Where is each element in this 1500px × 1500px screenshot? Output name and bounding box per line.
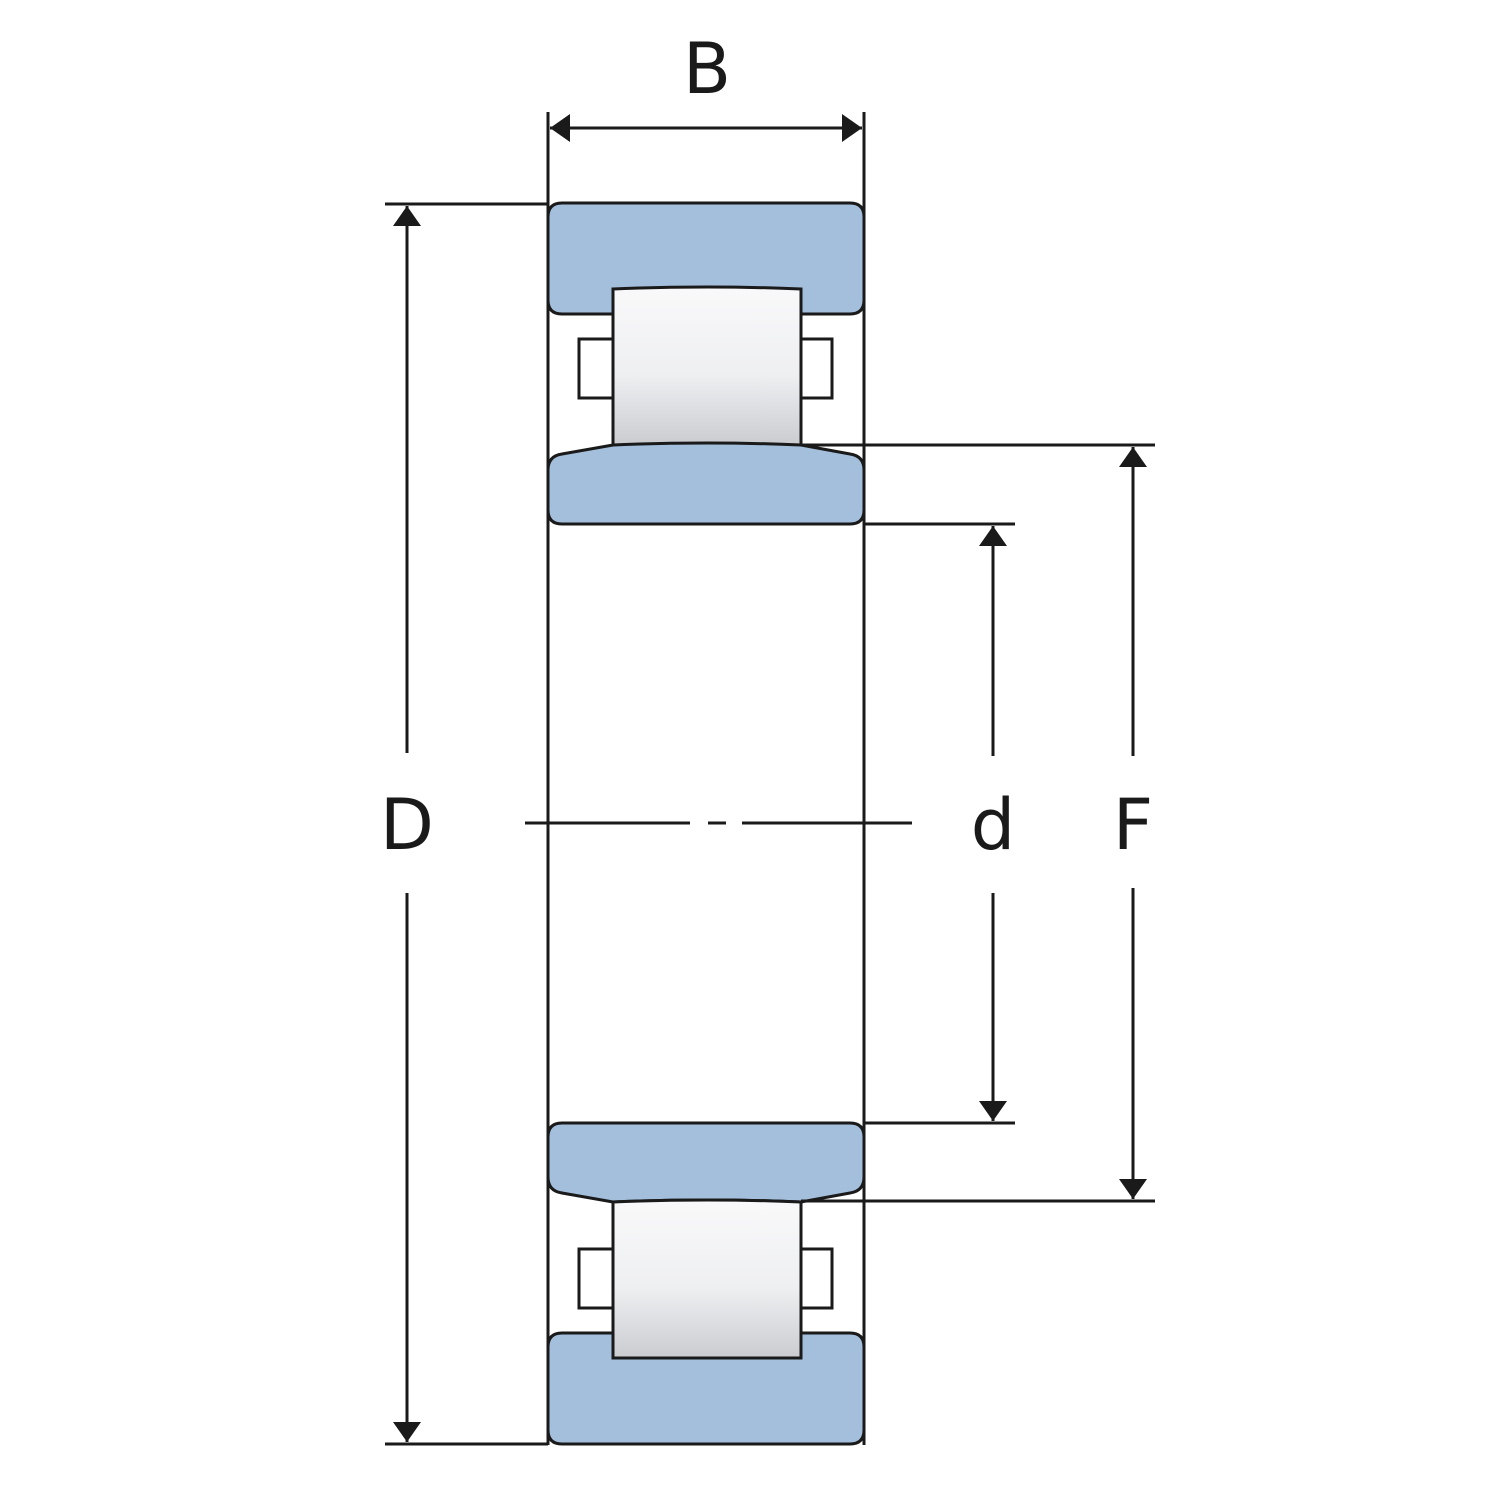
label-f: F — [1113, 784, 1153, 866]
outer-ring-bottom — [546, 1331, 866, 1446]
bearing-side-lines — [546, 112, 866, 1445]
cage-pocket-top-left — [577, 337, 615, 400]
dimension-b: B — [550, 28, 862, 142]
inner-ring-top — [546, 441, 866, 526]
dimension-d-bore: d — [864, 522, 1015, 1125]
inner-ring-bottom — [546, 1121, 866, 1204]
roller-top — [611, 285, 803, 449]
cage-pocket-top-right — [799, 337, 834, 400]
label-d-bore: d — [971, 784, 1015, 866]
roller-bottom — [611, 1198, 803, 1362]
dimension-f: F — [801, 443, 1155, 1203]
label-b: B — [683, 28, 731, 110]
cage-pocket-bottom-right — [799, 1247, 834, 1310]
label-d-outer: D — [380, 784, 434, 866]
cage-pocket-bottom-left — [577, 1247, 615, 1310]
dimension-d-outer: D — [380, 202, 548, 1446]
